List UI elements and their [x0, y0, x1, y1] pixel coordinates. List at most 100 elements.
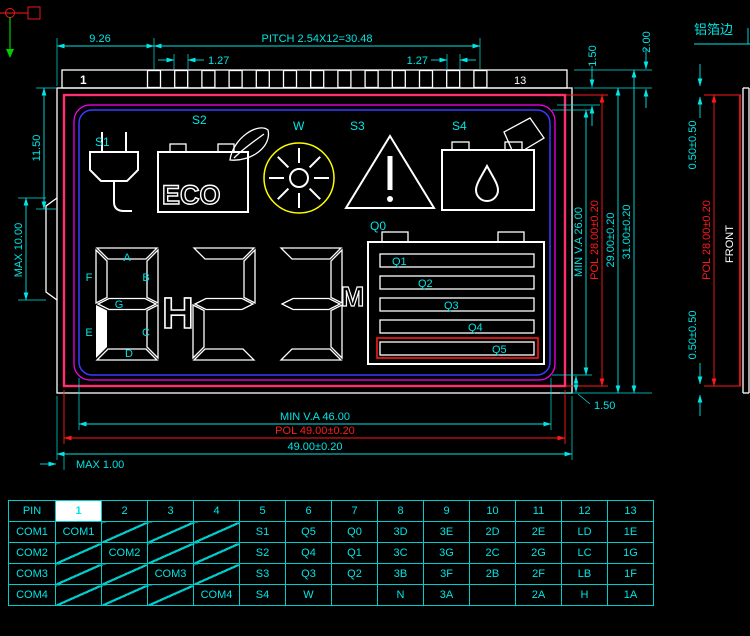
gauge-bar-label: Q2 [418, 278, 433, 290]
pin-cell: 2A [515, 584, 562, 606]
drop-icon [474, 163, 500, 202]
pin-cell: 2D [469, 521, 516, 543]
pin-cell: Q3 [285, 563, 332, 585]
row-label-COM1: COM1 [8, 521, 56, 543]
pin-cell: COM1 [55, 521, 102, 543]
segment-letter-F: F [86, 272, 93, 284]
pin-first-label: 1 [80, 73, 87, 87]
dim-side-pol: POL 28.00±0.20 [701, 200, 713, 280]
pin-header-6: 6 [285, 500, 332, 522]
pin-cell: 2C [469, 542, 516, 564]
gauge-bar-label: Q5 [492, 344, 507, 356]
pin-cell: 3F [423, 563, 470, 585]
segment-D [279, 348, 343, 361]
side-view: 铝箔边 0.50±0.50 POL 28.00±0.20 0.50±0.50 F… [687, 22, 750, 394]
ucs-origin-icon [0, 6, 41, 58]
pin-cell: LC [561, 542, 608, 564]
pin-cell: 1E [607, 521, 654, 543]
pin-header-11: 11 [515, 500, 562, 522]
pin-cell: Q4 [285, 542, 332, 564]
dim-pitch: PITCH 2.54X12=30.48 [262, 33, 373, 45]
warning-icon [344, 134, 436, 209]
pin-header-8: 8 [377, 500, 424, 522]
segment-B [146, 248, 159, 305]
segment-label-w: W [293, 119, 305, 133]
pin-cell: S4 [239, 584, 286, 606]
gauge-label-q0: Q0 [370, 219, 386, 233]
segment-B [330, 248, 343, 305]
m-symbol: M [341, 281, 364, 312]
pin-cell [469, 584, 516, 606]
gauge-bar [379, 275, 535, 290]
segment-A [95, 247, 159, 260]
gauge-bar [379, 253, 535, 268]
pin-cell: 3G [423, 542, 470, 564]
pin-cell: 1F [607, 563, 654, 585]
diagonal-cell [147, 521, 194, 543]
lcd-engineering-drawing: 1 13 S1 ECO S2 [0, 6, 750, 471]
bezel-outline [73, 104, 556, 381]
pin-teeth-group [146, 69, 488, 89]
pin-cell: 3E [423, 521, 470, 543]
pin-tooth [174, 69, 189, 89]
gauge-bar-label: Q1 [392, 256, 407, 268]
viewing-area-outline [78, 109, 551, 376]
y-axis-arrow-icon [6, 49, 14, 58]
dim-pin-height: 2.00 [641, 31, 653, 52]
segment-letter-G: G [115, 299, 124, 311]
left-edge-bump [45, 197, 58, 301]
diagonal-cell [147, 584, 194, 606]
extension-lines [18, 38, 652, 470]
pin-header-1: 1 [55, 500, 102, 522]
pin-cell: 3C [377, 542, 424, 564]
pin-cell: 2F [515, 563, 562, 585]
extension-lines-red [63, 94, 741, 444]
pin-cell: LD [561, 521, 608, 543]
glass-outline [56, 87, 573, 394]
pin-cell: COM4 [193, 584, 240, 606]
dim-top-left-offset: 9.26 [89, 33, 110, 45]
dim-right-glass: 29.00±0.20 [605, 213, 617, 268]
dim-side-bottom-tolerance: 0.50±0.50 [687, 311, 699, 360]
gauge-bar-label: Q4 [468, 322, 483, 334]
segment-label-s2: S2 [192, 113, 207, 127]
pin-tooth [418, 69, 434, 89]
segment-letter-B: B [142, 272, 149, 284]
segment-label-s3: S3 [350, 119, 365, 133]
segment-label-s1: S1 [95, 135, 110, 149]
segment-letter-D: D [125, 348, 133, 360]
sun-ray [277, 156, 290, 169]
sun-icon [263, 142, 335, 214]
spout-icon [503, 117, 545, 151]
dim-pin-width-right: 1.27 [407, 55, 428, 67]
pin-cell: 1G [607, 542, 654, 564]
diagonal-cell [101, 521, 148, 543]
diagonal-cell [101, 584, 148, 606]
leaf-icon [229, 127, 270, 161]
dimension-lines-red [63, 94, 717, 441]
pin-strip: 1 13 [61, 69, 568, 89]
edge-note: 铝箔边 [694, 22, 733, 37]
front-label: FRONT [724, 225, 736, 263]
sun-ray [308, 156, 321, 169]
dim-right-gap: 1.50 [594, 400, 615, 412]
segment-A [192, 247, 256, 260]
pin-cell: S1 [239, 521, 286, 543]
diagonal-cell [193, 521, 240, 543]
diagonal-cell [55, 563, 102, 585]
dim-right-pol: POL 28.00±0.20 [589, 200, 601, 280]
pin-cell: N [377, 584, 424, 606]
pin-header-10: 10 [469, 500, 516, 522]
polarizer-outline [62, 93, 567, 388]
gauge-bar [379, 341, 535, 356]
pin-cell: H [561, 584, 608, 606]
gauge-bar-label: Q3 [444, 300, 459, 312]
seven-segment-digit-2 [192, 247, 256, 361]
pin-tooth [446, 69, 461, 89]
sun-ray [277, 187, 290, 200]
